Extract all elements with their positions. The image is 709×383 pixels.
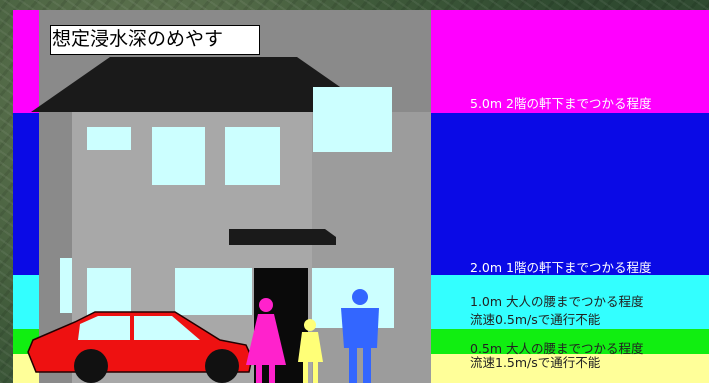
speed-note-15: 流速1.5m/sで通行不能 (470, 355, 601, 370)
level-label-1m: 1.0m 大人の腰までつかる程度 (470, 294, 644, 309)
window-2f-2 (152, 127, 205, 185)
window-2f-3 (225, 127, 280, 185)
window-1f-2 (175, 268, 252, 315)
person-adult-woman (246, 298, 286, 383)
depth-band-left-5m (13, 10, 39, 113)
page-title: 想定浸水深のめやす (52, 28, 224, 50)
speed-note-05: 流速0.5m/sで通行不能 (470, 312, 601, 327)
depth-band-1m (431, 275, 709, 329)
window-2f-4 (313, 87, 392, 152)
depth-band-0m (431, 354, 709, 383)
depth-band-left-2m (13, 113, 39, 275)
level-label-05m: 0.5m 大人の腰までつかる程度 (470, 341, 644, 356)
depth-band-5m (431, 10, 709, 113)
level-label-5m: 5.0m 2階の軒下までつかる程度 (470, 96, 652, 111)
title-box (50, 25, 260, 55)
depth-band-2m (431, 113, 709, 275)
window-1f-1 (87, 268, 131, 318)
level-label-2m: 2.0m 1階の軒下までつかる程度 (470, 260, 652, 275)
person-adult-man (341, 289, 379, 383)
depth-band-left-1m (13, 275, 39, 329)
person-child (298, 319, 323, 383)
house-roof (31, 57, 376, 112)
depth-band-05m (431, 329, 709, 354)
entrance-canopy (229, 229, 336, 245)
window-2f-1 (87, 127, 131, 150)
window-1f-left-small (60, 258, 72, 313)
